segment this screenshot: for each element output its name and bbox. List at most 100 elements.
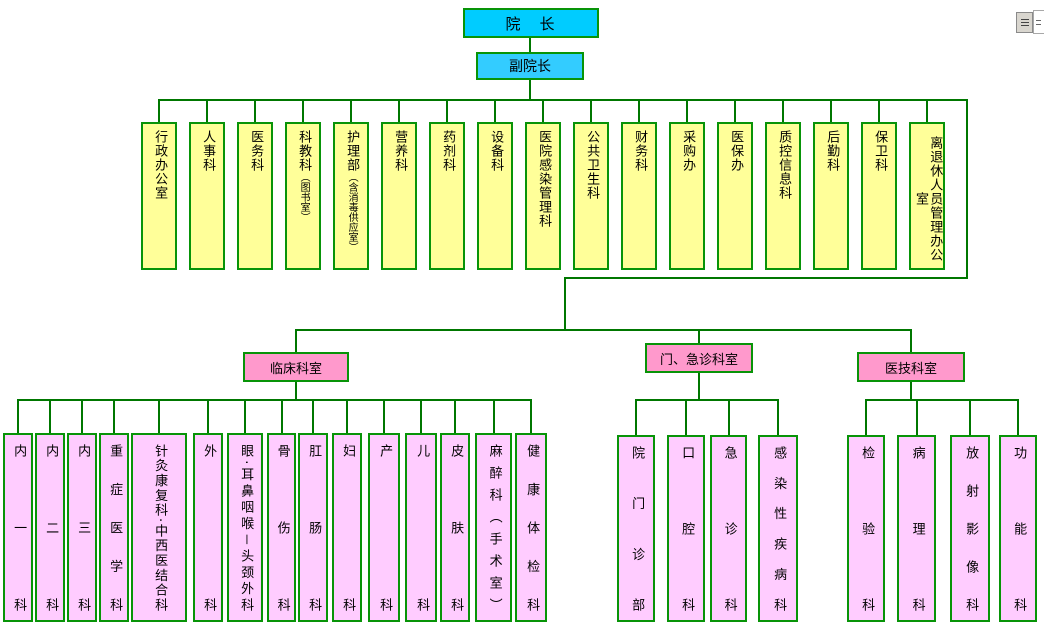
dept-name-text: 质控信息科 [776,130,792,200]
dept-name-text: 采购办 [680,130,696,172]
dept-box: 内三科 [67,433,97,622]
dept-name-text: 病理科 [909,446,925,611]
dept-box: 儿科 [405,433,437,622]
admin-dept-box: 人事科 [189,122,225,270]
connector-line [446,99,448,123]
list-icon[interactable] [1033,10,1044,34]
dept-note-text: （含消毒供应室） [346,172,358,252]
admin-dept-label: 离退休人员管理办公室 [913,130,942,268]
connector-line [420,399,422,434]
dept-name-text: 内三科 [75,444,91,611]
admin-dept-box: 离退休人员管理办公室 [909,122,945,270]
admin-dept-label: 营养科 [392,130,408,172]
connector-line [926,99,928,123]
category-box-medical-tech: 医技科室 [857,352,965,382]
admin-dept-box: 财务科 [621,122,657,270]
dept-box: 皮肤科 [440,433,470,622]
dept-name-text: 健康体检科 [524,444,540,611]
connector-line [81,399,83,434]
dept-name-text: 医院感染管理科 [536,130,552,228]
dept-name-text: 后勤科 [824,130,840,172]
connector-line [113,399,115,434]
connector-line [383,399,385,434]
admin-dept-label: 人事科 [200,130,215,172]
connector-line [969,399,971,436]
dept-name-text: 财务科 [632,130,648,172]
connector-line [49,399,51,434]
connector-line [17,399,532,401]
dept-note-text: （图书室） [298,172,310,222]
dept-name-text: 公共卫生科 [584,130,600,200]
director-label: 院 长 [505,14,557,33]
admin-dept-label: 护理部（含消毒供应室） [344,130,359,252]
admin-dept-box: 科教科（图书室） [285,122,321,270]
dept-box: 产科 [368,433,400,622]
connector-line [350,99,352,123]
dept-box: 健康体检科 [515,433,547,622]
dept-name-text: 检验科 [859,446,875,611]
dept-name-text: 科教科 [296,130,312,172]
connector-line [529,37,531,53]
dept-name-text: 产科 [377,444,393,611]
admin-dept-label: 后勤科 [824,130,840,172]
dept-box: 针灸康复科·中西医结合科 [131,433,187,622]
dept-name-text: 眼·耳鼻咽喉－头颈外科 [238,444,254,611]
dept-name-text: 外科 [201,444,217,611]
connector-line [158,99,160,123]
connector-line [494,99,496,123]
dept-box: 骨伤科 [267,433,296,622]
category-box-clinical: 临床科室 [243,352,349,382]
dept-box: 内一科 [3,433,33,622]
category-box-outpatient-emergency: 门、急诊科室 [645,343,753,373]
dept-box: 病理科 [897,435,936,622]
admin-dept-label: 财务科 [632,130,648,172]
connector-line [564,277,566,331]
connector-line [698,372,700,401]
dept-name-text: 重症医学科 [107,444,123,611]
dept-name-text: 感染性疾病科 [771,446,787,611]
connector-line [830,99,832,123]
dept-name-text: 针灸康复科·中西医结合科 [152,444,168,611]
dept-name-text: 妇科 [340,444,356,611]
connector-line [915,399,918,436]
dept-box: 功能科 [999,435,1037,622]
connector-line [878,99,880,123]
dept-name-text: 儿科 [414,444,430,611]
connector-line [1017,399,1019,436]
dept-name-text: 设备科 [488,130,504,172]
dept-box: 放射影像科 [950,435,990,622]
connector-line [638,99,640,123]
connector-line [454,399,456,434]
menu-icon[interactable] [1016,12,1033,33]
dept-name-text: 口腔科 [679,446,695,611]
dept-box: 重症医学科 [99,433,129,622]
vice-director-label: 副院长 [509,59,551,75]
admin-dept-label: 公共卫生科 [584,130,600,200]
admin-dept-label: 质控信息科 [776,130,792,200]
connector-line [727,399,730,436]
connector-line [529,79,531,101]
admin-dept-box: 护理部（含消毒供应室） [333,122,369,270]
admin-dept-box: 公共卫生科 [573,122,609,270]
dept-name-text: 放射影像科 [963,446,979,611]
connector-line [492,399,495,434]
connector-line [635,399,779,401]
connector-line [782,99,784,123]
dept-name-text: 急诊科 [721,446,737,611]
dept-box: 院门诊部 [617,435,655,622]
connector-line [530,399,532,434]
connector-line [302,99,304,123]
connector-line [254,99,256,123]
connector-line [542,99,544,123]
connector-line [635,399,637,436]
dept-name-text: 营养科 [392,130,408,172]
connector-line [244,399,246,434]
connector-line [346,399,348,434]
connector-line [564,277,968,279]
dept-name-text: 院门诊部 [629,446,645,611]
dept-name-text: 医保办 [728,130,744,172]
connector-line [910,329,912,353]
connector-line [698,329,700,344]
connector-line [590,99,592,123]
